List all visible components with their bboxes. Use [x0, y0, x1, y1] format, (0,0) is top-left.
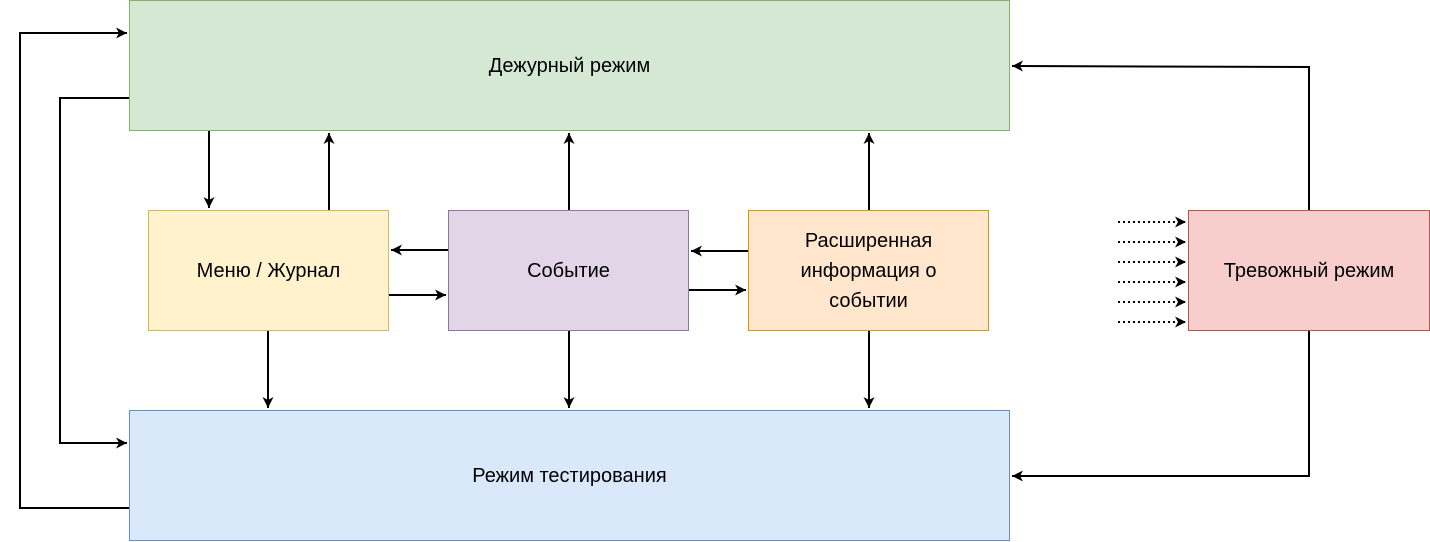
- event-label: Событие: [527, 259, 610, 282]
- duty-mode-label: Дежурный режим: [488, 54, 651, 77]
- event-node: Событие: [448, 210, 689, 331]
- extended-event-info-label: Расширенная информация о событии: [800, 229, 937, 312]
- edge-duty-to-test: [59, 97, 129, 449]
- extended-event-info-node: Расширенная информация о событии: [748, 210, 989, 331]
- menu-journal-node: Меню / Журнал: [148, 210, 389, 331]
- edge-alarm-to-test: [1012, 331, 1310, 482]
- test-mode-node: Режим тестирования: [129, 410, 1010, 541]
- edge-alarm-to-duty: [1011, 60, 1310, 210]
- alarm-mode-node: Тревожный режим: [1188, 210, 1430, 331]
- menu-journal-label: Меню / Журнал: [196, 259, 341, 282]
- duty-mode-node: Дежурный режим: [129, 0, 1010, 131]
- test-mode-label: Режим тестирования: [472, 464, 667, 487]
- edge-test-to-duty: [19, 27, 129, 509]
- alarm-mode-label: Тревожный режим: [1223, 259, 1395, 282]
